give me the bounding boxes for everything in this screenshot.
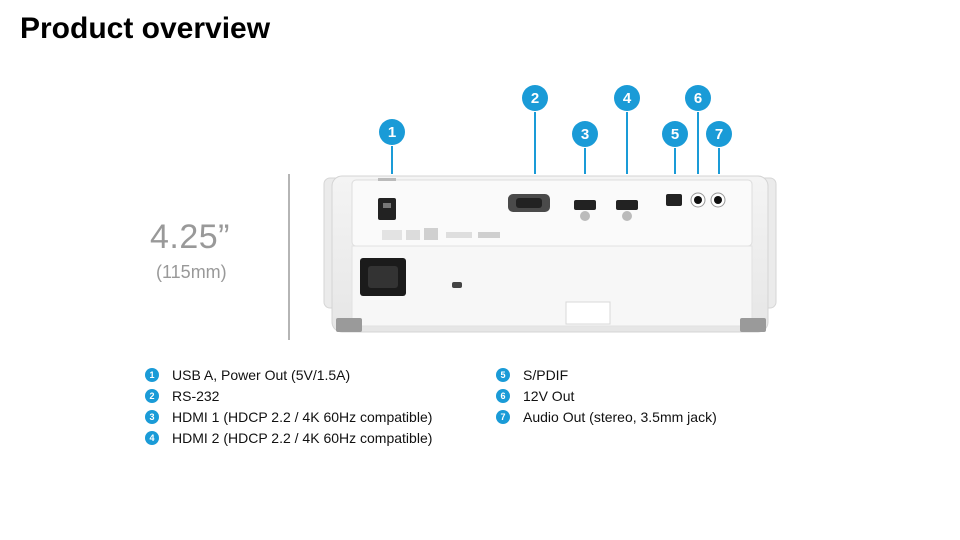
legend-badge-4: 4 <box>145 430 159 445</box>
spdif-port <box>666 194 682 206</box>
legend-text-2: RS-232 <box>172 387 220 404</box>
legend-left: 1 USB A, Power Out (5V/1.5A) 2 RS-232 3 … <box>145 364 432 448</box>
legend-badge-2: 2 <box>145 388 159 403</box>
legend-right: 5 S/PDIF 6 12V Out 7 Audio Out (stereo, … <box>496 364 717 427</box>
legend-item-4: 4 HDMI 2 (HDCP 2.2 / 4K 60Hz compatible) <box>145 427 432 448</box>
height-dimension-metric: (115mm) <box>156 262 227 282</box>
legend-item-5: 5 S/PDIF <box>496 364 717 385</box>
height-dimension-line <box>288 174 290 340</box>
leader-line-3 <box>584 148 586 174</box>
leader-line-4 <box>626 112 628 174</box>
height-dimension-value: 4.25” <box>150 218 230 256</box>
callout-4: 4 <box>614 85 640 111</box>
callout-3: 3 <box>572 121 598 147</box>
leader-line-6 <box>697 112 699 174</box>
legend-item-1: 1 USB A, Power Out (5V/1.5A) <box>145 364 432 385</box>
leader-line-2 <box>534 112 536 174</box>
callout-6: 6 <box>685 85 711 111</box>
callout-2: 2 <box>522 85 548 111</box>
legend-text-6: 12V Out <box>523 387 575 404</box>
legend-item-7: 7 Audio Out (stereo, 3.5mm jack) <box>496 406 717 427</box>
legend-text-3: HDMI 1 (HDCP 2.2 / 4K 60Hz compatible) <box>172 408 433 425</box>
legend-item-2: 2 RS-232 <box>145 385 432 406</box>
legend-badge-5: 5 <box>496 367 510 382</box>
callout-7: 7 <box>706 121 732 147</box>
legend-badge-6: 6 <box>496 388 510 403</box>
legend-badge-1: 1 <box>145 367 159 382</box>
hdmi2-port <box>616 200 638 210</box>
callout-5: 5 <box>662 121 688 147</box>
page-title: Product overview <box>20 12 271 45</box>
legend-badge-7: 7 <box>496 409 510 424</box>
legend-text-1: USB A, Power Out (5V/1.5A) <box>172 366 351 383</box>
legend-text-4: HDMI 2 (HDCP 2.2 / 4K 60Hz compatible) <box>172 429 433 446</box>
legend-item-3: 3 HDMI 1 (HDCP 2.2 / 4K 60Hz compatible) <box>145 406 432 427</box>
leader-line-1 <box>391 146 393 174</box>
callout-1: 1 <box>379 119 405 145</box>
leader-line-5 <box>674 148 676 174</box>
usb-port <box>378 198 396 220</box>
legend-badge-3: 3 <box>145 409 159 424</box>
legend-item-6: 6 12V Out <box>496 385 717 406</box>
legend-text-5: S/PDIF <box>523 366 569 383</box>
hdmi1-port <box>574 200 596 210</box>
projector-rear-illustration <box>323 175 777 333</box>
leader-line-7 <box>718 148 720 174</box>
legend-text-7: Audio Out (stereo, 3.5mm jack) <box>523 408 717 425</box>
